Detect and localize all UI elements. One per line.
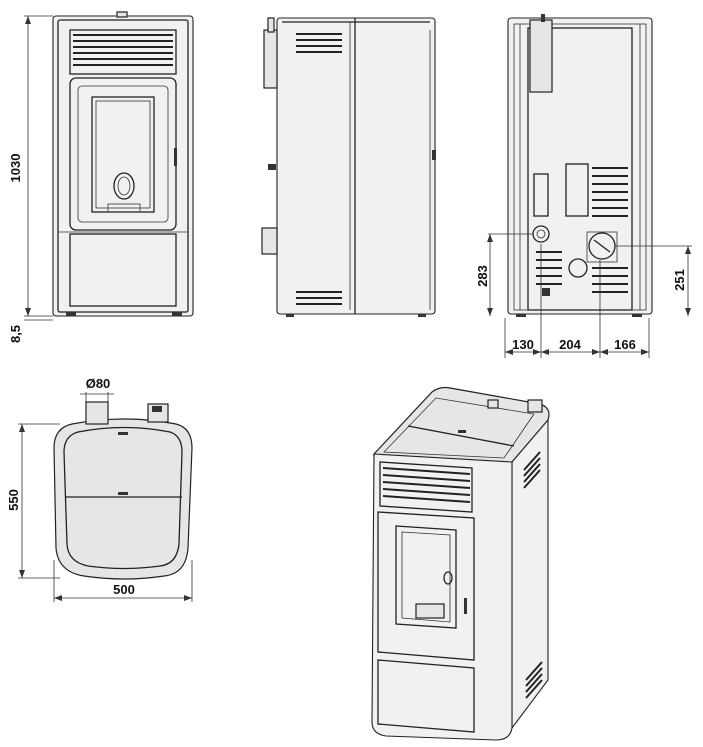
front-grille-slats (73, 34, 173, 66)
rear-offset-1-label: 130 (512, 337, 534, 352)
rear-height-left-label: 283 (475, 265, 490, 287)
isometric-view (371, 386, 550, 741)
front-height-label: 1030 (8, 154, 23, 183)
rear-offset-2-label: 204 (559, 337, 581, 352)
top-width-label: 500 (113, 582, 135, 597)
rear-height-right-label: 251 (672, 269, 687, 291)
top-depth-label: 550 (6, 489, 21, 511)
top-view: Ø80 550 500 (6, 376, 193, 602)
side-view (261, 17, 436, 317)
side-vent-top (296, 33, 342, 53)
front-view: 1030 8,5 (8, 11, 194, 343)
rear-offset-3-label: 166 (614, 337, 636, 352)
base-offset-label: 8,5 (8, 325, 23, 343)
rear-vents (536, 167, 628, 293)
rear-view: 283 251 130 204 166 (475, 14, 692, 358)
iso-grille-slats (382, 467, 471, 503)
iso-side-vents (523, 451, 543, 699)
side-vent-bottom (296, 291, 342, 305)
flue-diameter-label: Ø80 (86, 376, 111, 391)
